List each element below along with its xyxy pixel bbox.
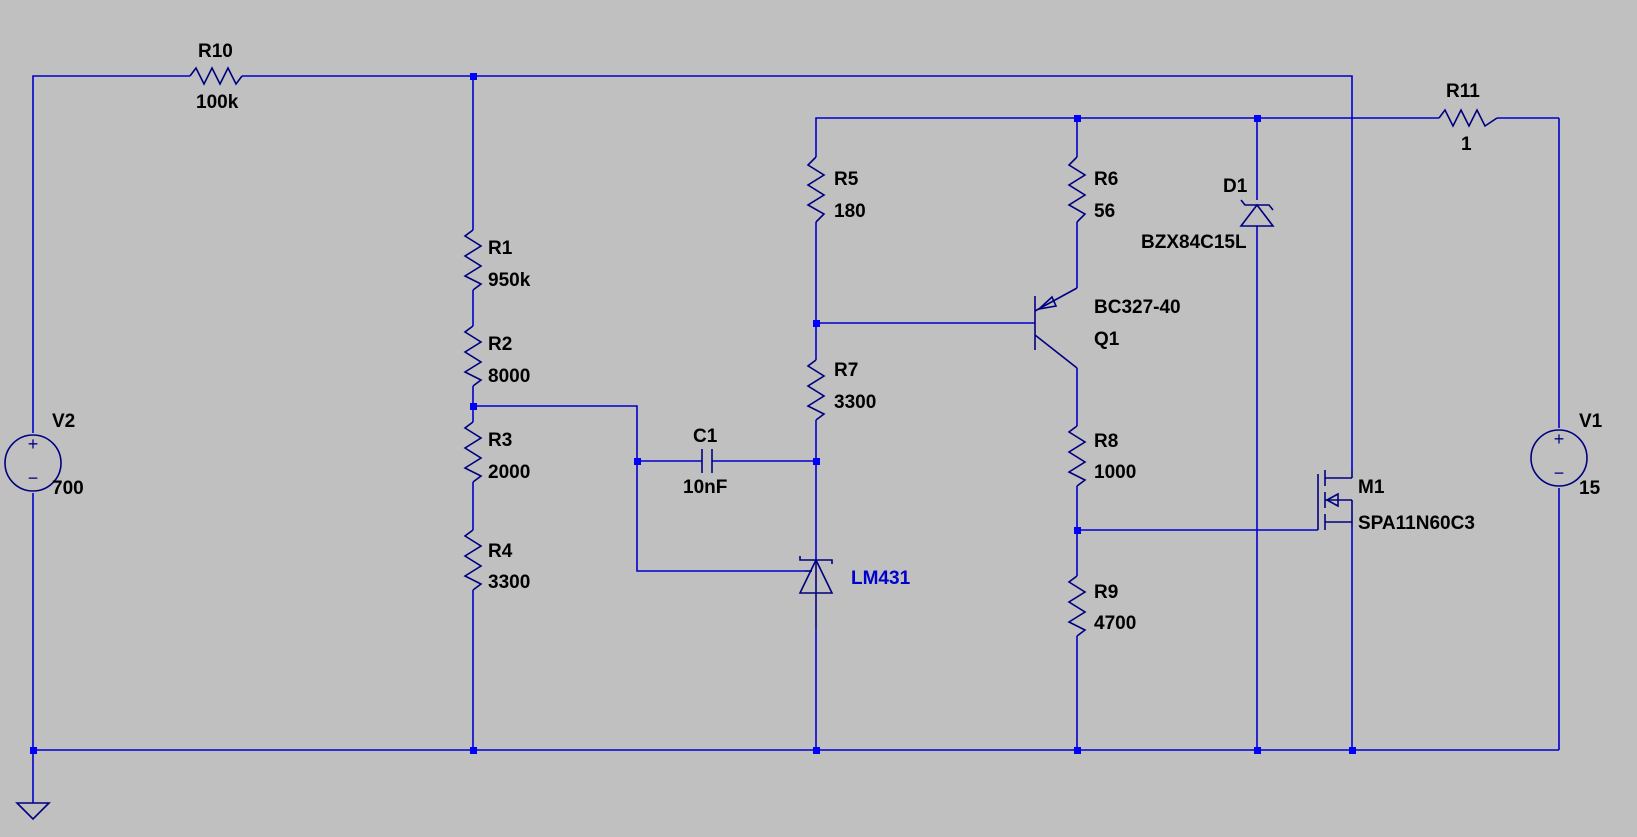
V2-minus-sign: − [28, 468, 39, 488]
R3-value: 2000 [488, 462, 530, 483]
R2-label: R2 [488, 334, 512, 355]
R9-label: R9 [1094, 582, 1118, 603]
R2-value: 8000 [488, 366, 530, 387]
wires [32, 75, 1560, 803]
D1-model: BZX84C15L [1141, 232, 1247, 253]
resistor-R1[interactable]: R1 950k [463, 229, 531, 291]
D1-label: D1 [1223, 176, 1248, 197]
zener-D1[interactable]: D1 BZX84C15L [1141, 176, 1275, 253]
R3-label: R3 [488, 430, 512, 451]
R5-label: R5 [834, 169, 859, 190]
R11-value: 1 [1461, 134, 1472, 155]
R11-label: R11 [1446, 81, 1480, 102]
resistor-R6[interactable]: R6 56 [1067, 156, 1118, 223]
R4-value: 3300 [488, 572, 530, 593]
R5-value: 180 [834, 201, 866, 222]
lm431-regulator[interactable]: LM431 [798, 556, 911, 628]
R1-label: R1 [488, 238, 513, 259]
voltage-source-V2[interactable]: + − V2 700 [4, 411, 84, 499]
R9-value: 4700 [1094, 613, 1136, 634]
R10-value: 100k [196, 92, 239, 113]
transistor-Q1[interactable]: BC327-40 Q1 [1034, 287, 1181, 369]
V2-plus-sign: + [28, 434, 39, 454]
R1-value: 950k [488, 270, 531, 291]
V1-plus-sign: + [1554, 429, 1565, 449]
resistor-R3[interactable]: R3 2000 [463, 421, 530, 483]
resistor-R8[interactable]: R8 1000 [1067, 425, 1136, 487]
R6-label: R6 [1094, 169, 1118, 190]
resistor-R5[interactable]: R5 180 [806, 156, 866, 223]
V1-value: 15 [1579, 478, 1601, 499]
junctions [30, 73, 1356, 754]
Q1-label: Q1 [1094, 329, 1120, 350]
resistor-R11[interactable]: R11 1 [1438, 81, 1498, 155]
V2-label: V2 [52, 411, 75, 432]
C1-label: C1 [693, 426, 718, 447]
V1-label: V1 [1579, 411, 1603, 432]
resistor-R9[interactable]: R9 4700 [1067, 575, 1136, 637]
M1-label: M1 [1358, 477, 1385, 498]
Q1-model: BC327-40 [1094, 297, 1181, 318]
V1-minus-sign: − [1554, 463, 1565, 483]
V2-value: 700 [52, 478, 84, 499]
R8-label: R8 [1094, 431, 1118, 452]
R8-value: 1000 [1094, 462, 1136, 483]
resistor-R7[interactable]: R7 3300 [806, 359, 876, 421]
capacitor-C1[interactable]: C1 10nF [683, 426, 727, 498]
mosfet-M1[interactable]: M1 SPA11N60C3 [1317, 470, 1475, 534]
resistor-R10[interactable]: R10 100k [189, 41, 243, 113]
resistor-R2[interactable]: R2 8000 [463, 325, 530, 387]
R4-label: R4 [488, 541, 513, 562]
LM431-label: LM431 [851, 568, 911, 589]
R6-value: 56 [1094, 201, 1115, 222]
M1-model: SPA11N60C3 [1358, 513, 1475, 534]
R7-label: R7 [834, 360, 858, 381]
resistor-R4[interactable]: R4 3300 [463, 529, 530, 593]
C1-value: 10nF [683, 477, 727, 498]
voltage-source-V1[interactable]: + − V1 15 [1530, 411, 1603, 499]
R7-value: 3300 [834, 392, 876, 413]
R10-label: R10 [198, 41, 233, 62]
ground-symbol [15, 802, 51, 821]
